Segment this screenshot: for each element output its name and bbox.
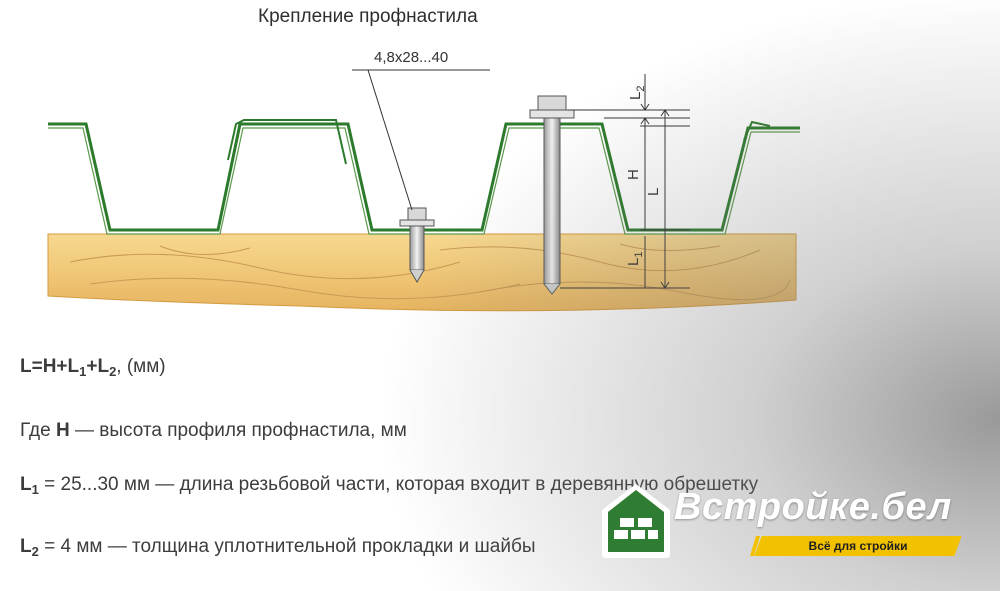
house-brick-icon <box>602 484 670 558</box>
logo-tagline: Всё для стройки <box>808 539 908 553</box>
logo-name: Встройке.бел <box>674 486 952 528</box>
screw-size-label: 4,8х28...40 <box>374 49 448 66</box>
dimension-l2: LL22 <box>627 86 647 100</box>
site-logo[interactable]: Встройке.бел Всё для стройки <box>598 476 970 568</box>
screw-leader <box>352 69 490 211</box>
definition-l2: L2 = 4 мм — толщина уплотнительной прокл… <box>20 536 536 559</box>
dimension-l: L <box>645 188 662 196</box>
logo-tagline-bar: Всё для стройки <box>754 536 962 556</box>
definition-h: Где H — высота профиля профнастила, мм <box>20 420 407 441</box>
dimension-h: H <box>625 169 642 180</box>
profiled-sheet-diagram: 4,8х28...40 LL22 H L LL11 <box>47 49 800 312</box>
formula-main: L=H+L1+L2, (мм) <box>20 356 166 379</box>
